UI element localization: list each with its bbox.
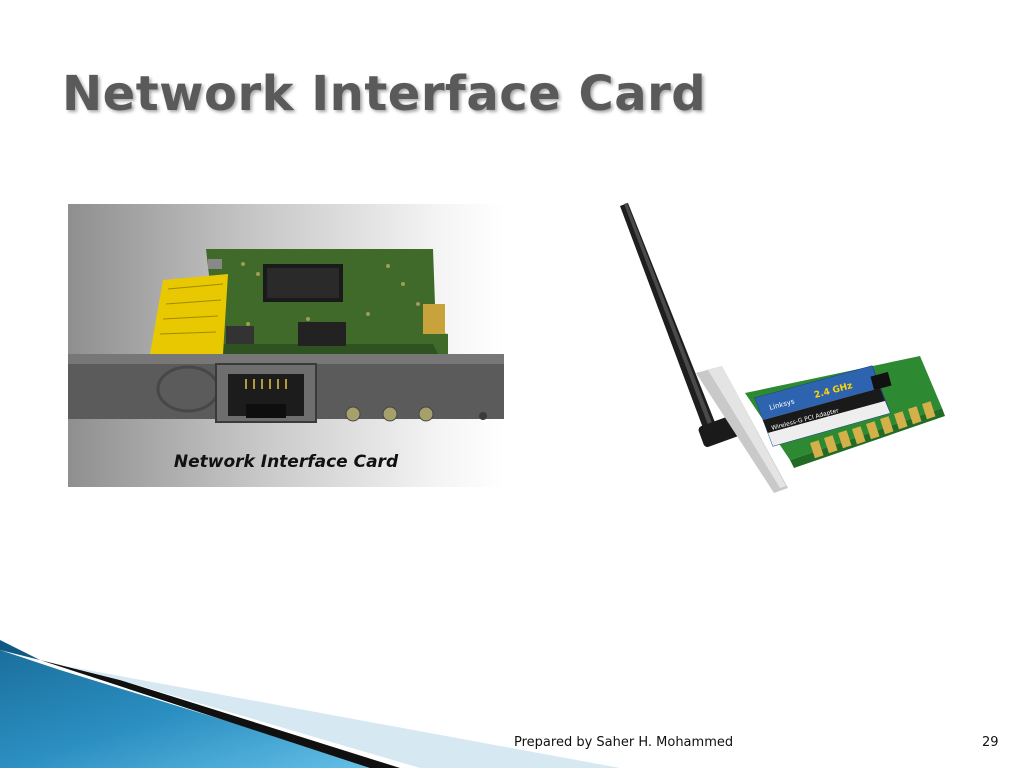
page-number: 29 <box>982 735 999 750</box>
slide-title: Network Interface Card <box>62 66 707 122</box>
led-indicator <box>418 406 434 422</box>
edge-connector <box>423 304 445 334</box>
wired-nic-illustration <box>68 249 504 423</box>
wired-nic-image: Network Interface Card <box>68 204 504 487</box>
yellow-label <box>150 274 228 354</box>
wireless-nic-illustration: Linksys 2.4 GHz Wireless-G PCI Adapter <box>620 203 945 493</box>
left-image-caption: Network Interface Card <box>173 452 399 472</box>
led-indicator <box>382 406 398 422</box>
led-indicator <box>345 406 361 422</box>
decorative-swoosh <box>0 640 620 768</box>
footer-author: Prepared by Saher H. Mohammed <box>514 735 734 750</box>
wireless-nic-image: Linksys 2.4 GHz Wireless-G PCI Adapter <box>610 198 950 498</box>
